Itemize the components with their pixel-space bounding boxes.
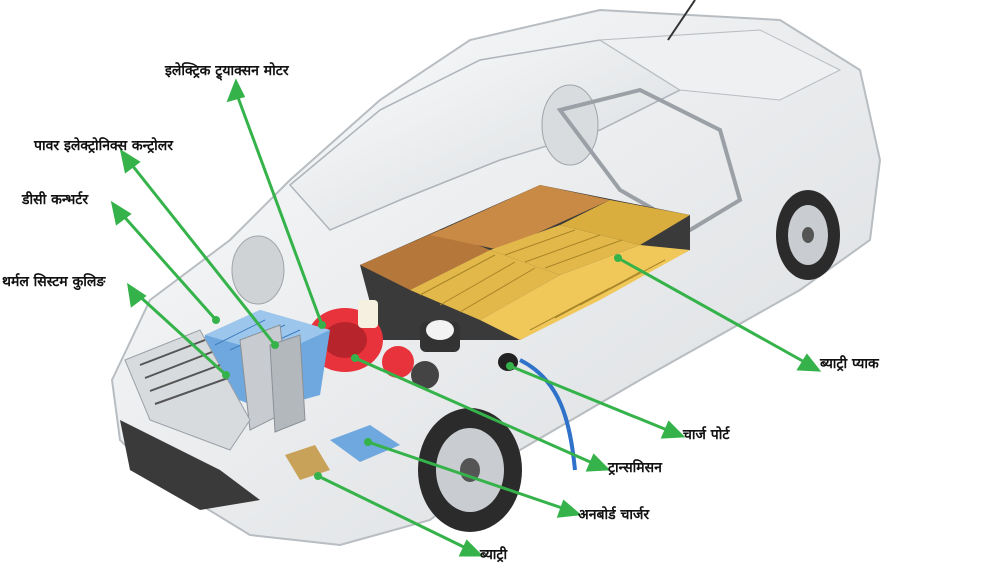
- transmission-graphic: [411, 361, 439, 389]
- label-aux-battery: ब्याट्री: [480, 547, 508, 563]
- front-grille: [120, 329, 260, 510]
- label-onboard-charger: अनबोर्ड चार्जर: [578, 507, 650, 523]
- arrow-dc-converter: [118, 211, 218, 321]
- front-wheel-far: [231, 235, 285, 305]
- arrow-origin-dots: [212, 254, 622, 480]
- label-traction-motor: इलेक्ट्रिक ट्र्याक्सन मोटर: [165, 63, 289, 79]
- rear-subframe: [556, 87, 743, 233]
- label-battery-pack: ब्याट्री प्याक: [820, 356, 879, 372]
- label-power-electronics-controller: पावर इलेक्ट्रोनिक्स कन्ट्रोलर: [34, 138, 173, 154]
- arrow-battery-pack: [617, 256, 809, 366]
- windshield: [288, 39, 682, 231]
- arrow-traction-motor: [234, 91, 324, 326]
- arrow-power-electronics: [126, 159, 277, 346]
- label-dc-converter: डीसी कन्भर्टर: [22, 192, 89, 208]
- arrow-transmission: [354, 356, 598, 467]
- arrow-charge-port: [509, 364, 673, 434]
- arrow-thermal-cooling: [134, 291, 228, 377]
- roof-panel: [598, 29, 842, 101]
- antenna: [667, 0, 696, 41]
- front-wheel: [418, 408, 522, 532]
- label-charge-port: चार्ज पोर्ट: [683, 427, 730, 443]
- arrow-aux-battery: [317, 474, 471, 552]
- label-transmission: ट्रान्समिसन: [608, 460, 662, 476]
- rear-wheel: [776, 190, 840, 280]
- label-thermal-cooling: थर्मल सिस्टम कुलिङ: [2, 274, 106, 290]
- arrow-onboard-charger: [367, 440, 569, 512]
- aux-battery-graphic: [285, 445, 330, 480]
- front-electronics-graphic: [200, 310, 330, 433]
